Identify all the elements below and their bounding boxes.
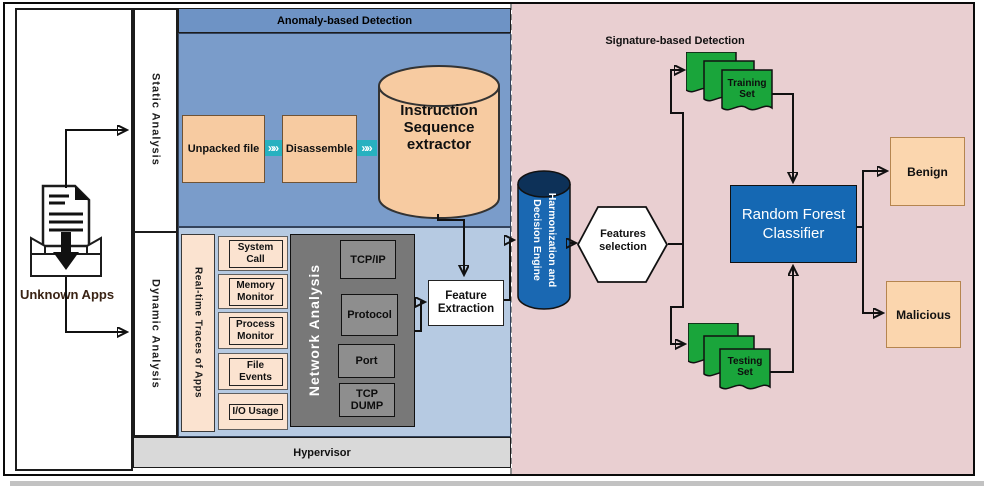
monitor-row: I/O Usage [218, 393, 288, 430]
network-analysis-label: Network Analysis [306, 263, 322, 397]
disassemble-box: Disassemble [282, 115, 357, 183]
dynamic-analysis-lane: Dynamic Analysis [133, 231, 178, 437]
hypervisor-bar: Hypervisor [133, 437, 511, 468]
protocol-box: Protocol [341, 294, 398, 336]
memory-monitor-box: Memory Monitor [228, 277, 283, 306]
monitor-row: System Call [218, 236, 288, 271]
unpacked-file-box: Unpacked file [182, 115, 265, 183]
file-events-box: File Events [228, 357, 283, 386]
features-selection-label: Features selection [599, 228, 647, 253]
harmonization-engine-cylinder [517, 170, 571, 310]
analysis-lane-strip [133, 8, 178, 437]
port-box: Port [338, 344, 395, 378]
anomaly-detection-header: Anomaly-based Detection [178, 8, 511, 33]
instruction-sequence-extractor-cylinder [378, 65, 500, 219]
random-forest-classifier-box: Random Forest Classifier [730, 185, 857, 263]
realtime-traces-label: Real-time Traces of Apps [192, 267, 204, 399]
signature-detection-header: Signature-based Detection [605, 35, 745, 47]
unknown-apps-inbox-icon [30, 184, 102, 277]
chevron-arrow-icon: »» [357, 140, 377, 156]
testing-set-documents-icon [688, 323, 771, 390]
static-analysis-label: Static Analysis [149, 73, 162, 166]
training-set-documents-icon [686, 52, 773, 111]
malicious-box: Malicious [886, 281, 961, 348]
features-selection-hexagon [577, 206, 668, 283]
system-call-box: System Call [228, 239, 283, 268]
feature-extraction-box: Feature Extraction [428, 280, 504, 326]
benign-box: Benign [890, 137, 965, 206]
drop-shadow [10, 481, 984, 486]
realtime-traces-strip: Real-time Traces of Apps [181, 234, 215, 432]
testing-set-label: Testing Set [727, 356, 763, 378]
dynamic-analysis-label: Dynamic Analysis [149, 279, 162, 389]
monitor-row: Process Monitor [218, 312, 288, 349]
tcp-dump-box: TCP DUMP [339, 383, 395, 417]
static-analysis-lane: Static Analysis [133, 8, 178, 231]
harmonization-engine-label: Harmonization and Decision Engine [531, 192, 558, 288]
chevron-arrow-icon: »» [265, 140, 282, 156]
monitor-row: File Events [218, 353, 288, 390]
tcp-ip-box: TCP/IP [340, 240, 396, 279]
io-usage-box: I/O Usage [228, 403, 283, 420]
training-set-label: Training Set [727, 78, 767, 100]
process-monitor-box: Process Monitor [228, 316, 283, 345]
instruction-sequence-extractor-label: Instruction Sequence extractor [400, 102, 478, 153]
lane-divider [133, 231, 178, 233]
monitor-row: Memory Monitor [218, 274, 288, 309]
down-arrow-icon [53, 232, 79, 270]
unknown-apps-label: Unknown Apps [19, 287, 115, 302]
